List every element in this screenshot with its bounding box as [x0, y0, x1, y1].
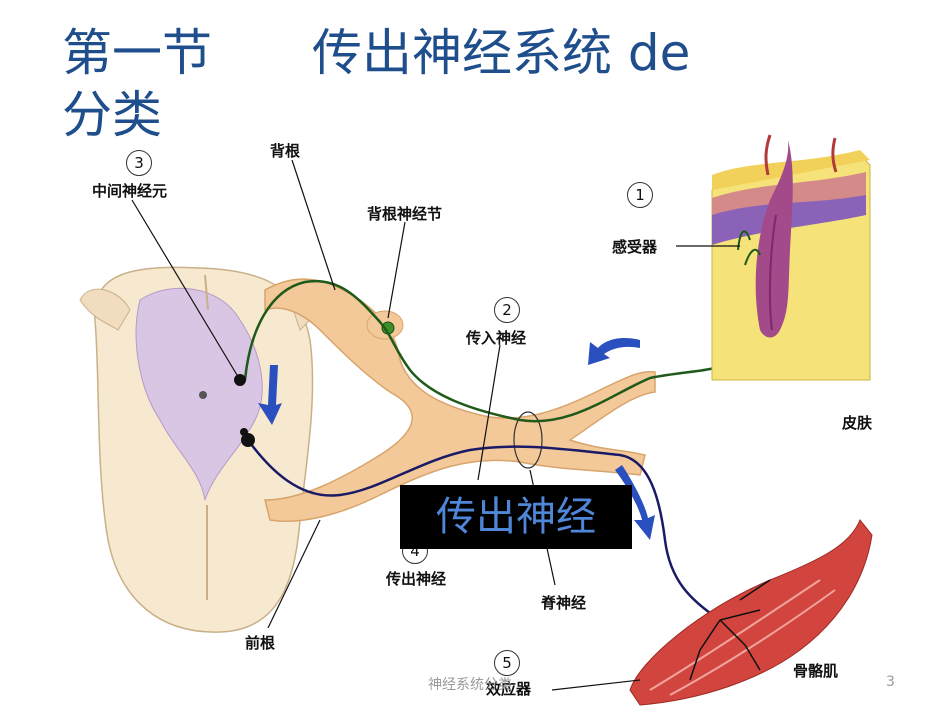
label-effector: 效应器 [486, 680, 532, 698]
arrow-down-icon [258, 365, 282, 425]
label-skeletal-muscle: 骨骼肌 [793, 662, 839, 680]
efferent-fiber [246, 439, 721, 622]
label-dorsal-root: 背根 [270, 142, 301, 160]
spinal-cord [79, 266, 319, 633]
marker-1: 1 [627, 182, 653, 208]
efferent-nerve-highlight: 传出神经 [400, 485, 632, 549]
slide-title: 第一节 传出神经系统 de 分类 [62, 24, 691, 144]
arrow-left-icon [588, 337, 640, 365]
label-efferent-nerve: 传出神经 [386, 570, 447, 588]
slide-footer: 神经系统分类 [428, 677, 512, 693]
label-ventral-root: 前根 [245, 634, 276, 652]
label-receptor: 感受器 [612, 238, 658, 256]
page-number: 3 [886, 674, 895, 690]
skeletal-muscle [629, 519, 873, 706]
label-interneuron: 中间神经元 [92, 182, 168, 200]
marker-5: 5 [494, 650, 520, 676]
marker-3: 3 [126, 150, 152, 176]
label-afferent-nerve: 传入神经 [466, 329, 527, 347]
arrow-down-right-icon [615, 465, 655, 540]
label-dorsal-root-ganglion: 背根神经节 [367, 205, 443, 223]
label-skin: 皮肤 [842, 414, 873, 432]
label-spinal-nerve: 脊神经 [541, 594, 587, 612]
marker-2: 2 [494, 297, 520, 323]
skin-block [711, 134, 871, 381]
